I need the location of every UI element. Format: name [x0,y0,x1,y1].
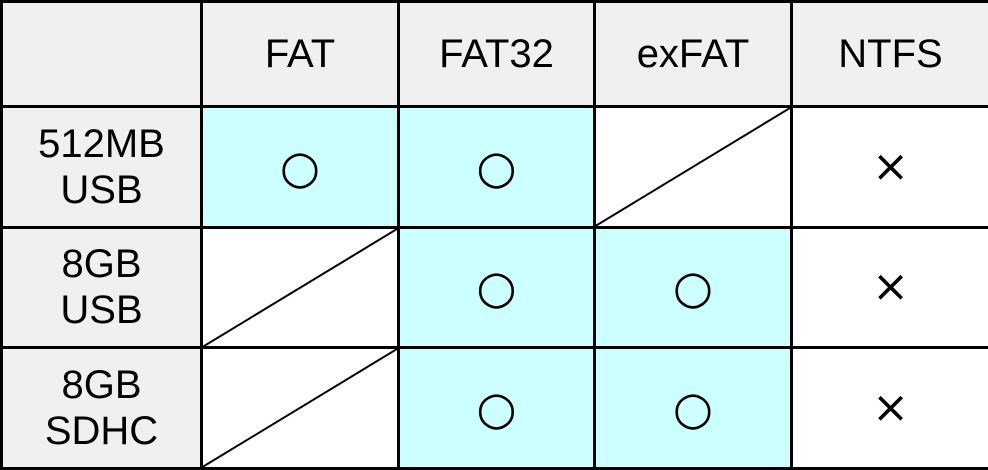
row-label-line: USB [60,167,143,212]
cell-512mb-usb-fat: ○ [200,105,400,229]
cross-icon: × [872,382,909,434]
cell-512mb-usb-fat32: ○ [397,105,596,229]
column-header-exfat: exFAT [593,0,793,108]
circle-icon: ○ [476,260,517,315]
row-label-8gb-sdhc: 8GB SDHC [0,346,203,470]
diagonal-slash-icon [203,229,397,347]
cell-8gb-usb-fat [200,225,400,350]
row-label-line: 512MB [38,121,165,166]
table-row-512mb-usb: 512MB USB ○ ○ × [0,105,988,229]
cell-8gb-sdhc-fat [200,346,400,470]
column-header-fat32: FAT32 [397,0,596,108]
diagonal-slash-icon [596,108,790,226]
row-label-8gb-usb: 8GB USB [0,225,203,350]
circle-icon: ○ [672,260,714,315]
row-label-line: SDHC [44,409,159,454]
cell-8gb-usb-exfat: ○ [593,225,793,350]
table-row-8gb-usb: 8GB USB ○ ○ × [0,225,988,350]
column-header-ntfs: NTFS [790,0,988,108]
row-label-line: 8GB [61,363,142,408]
diagonal-slash-icon [203,349,397,467]
corner-cell [0,0,203,108]
cell-8gb-usb-ntfs: × [790,225,988,350]
cell-8gb-sdhc-ntfs: × [790,346,988,470]
header-row: FAT FAT32 exFAT NTFS [0,0,988,108]
cell-512mb-usb-exfat [593,105,793,229]
cross-icon: × [872,140,909,192]
row-label-512mb-usb: 512MB USB [0,105,203,229]
cell-8gb-sdhc-exfat: ○ [593,346,793,470]
cross-icon: × [872,261,909,313]
table-row-8gb-sdhc: 8GB SDHC ○ ○ × [0,346,988,470]
column-header-fat: FAT [200,0,400,108]
cell-8gb-sdhc-fat32: ○ [397,346,596,470]
cell-512mb-usb-ntfs: × [790,105,988,229]
row-label-line: USB [60,288,143,333]
circle-icon: ○ [476,381,517,436]
circle-icon: ○ [672,381,714,436]
cell-8gb-usb-fat32: ○ [397,225,596,350]
circle-icon: ○ [476,139,517,194]
row-label-line: 8GB [61,242,142,287]
circle-icon: ○ [279,139,321,194]
